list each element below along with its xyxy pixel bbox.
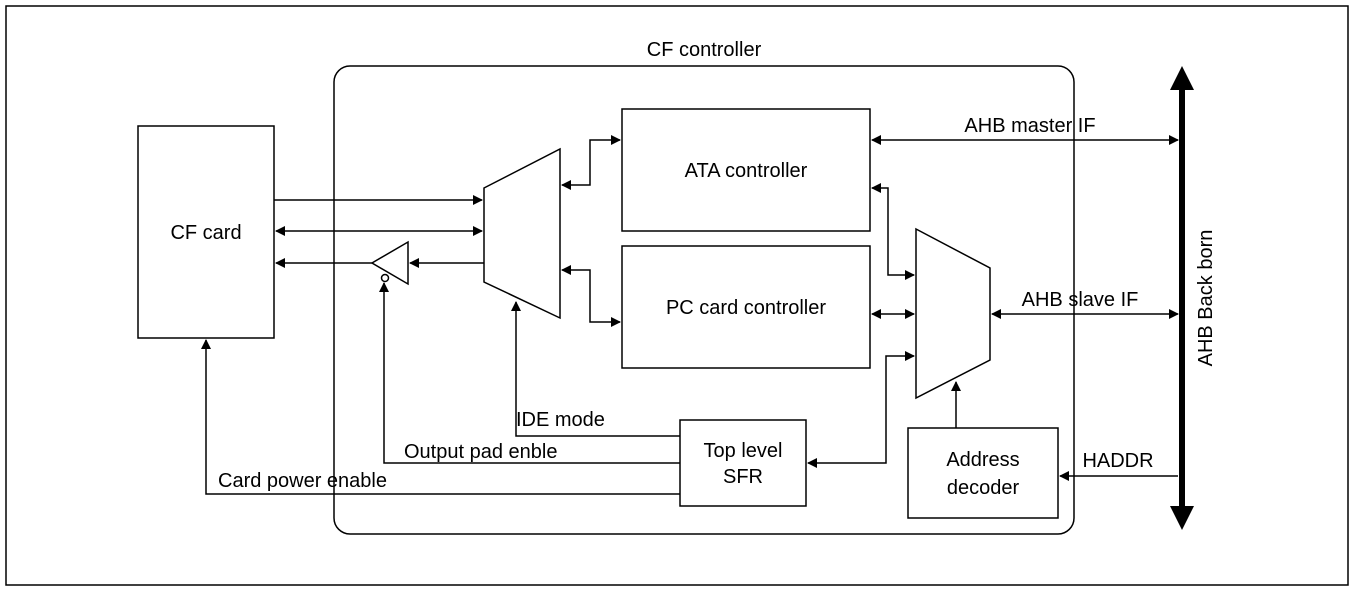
ide-mode-label: IDE mode	[516, 409, 605, 431]
left-mux	[483, 147, 561, 320]
cf-card-box	[137, 125, 275, 339]
card-power-enable-label: Card power enable	[218, 470, 387, 492]
output-pad-enable-label: Output pad enble	[404, 441, 557, 463]
mux-pccard-link	[561, 265, 621, 327]
ata-controller-label: ATA controller	[685, 160, 808, 182]
ahb-backbone-label: AHB Back born	[1195, 230, 1217, 367]
card-power-enable-line	[201, 339, 680, 495]
top-level-sfr-line1: Top level	[704, 440, 783, 462]
address-decoder-box	[907, 427, 1059, 519]
ata-controller-box	[621, 108, 871, 232]
top-level-sfr-line2: SFR	[723, 466, 763, 488]
ahb-backbone-bottom-arrow	[1170, 506, 1194, 530]
cf-card-label: CF card	[170, 222, 241, 244]
cf-controller-label: CF controller	[647, 39, 762, 61]
ide-mode-line	[511, 301, 680, 437]
pc-card-controller-box	[621, 245, 871, 369]
mux-ata-link	[561, 135, 621, 190]
right-mux	[915, 227, 991, 400]
ahb-master-if-label: AHB master IF	[964, 115, 1095, 137]
address-decoder-line2: decoder	[947, 477, 1020, 499]
cf-controller-container	[333, 65, 1075, 535]
pc-card-controller-label: PC card controller	[666, 297, 826, 319]
output-buffer	[370, 240, 409, 286]
address-decoder-line1: Address	[946, 449, 1019, 471]
ahb-slave-if-label: AHB slave IF	[1022, 289, 1139, 311]
output-pad-enable-line	[379, 282, 680, 464]
ahb-backbone-top-arrow	[1170, 66, 1194, 90]
outer-frame	[5, 5, 1349, 586]
top-level-sfr-box	[679, 419, 807, 507]
sfr-rightmux-link	[807, 351, 915, 468]
output-buffer-enable-bubble	[380, 273, 390, 283]
ata-rightmux-link	[871, 183, 915, 280]
haddr-label: HADDR	[1082, 450, 1153, 472]
